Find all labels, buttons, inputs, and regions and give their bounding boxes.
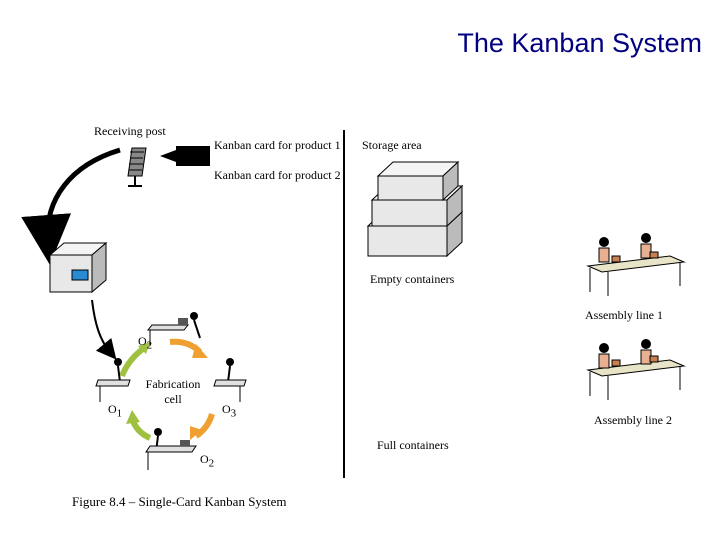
- operator-label-left: O1: [108, 402, 123, 420]
- fabrication-cell-arrows: [119, 338, 215, 441]
- operator-workstation-top-icon: [146, 312, 201, 346]
- assembly-line-2-label: Assembly line 2: [594, 413, 672, 427]
- operator-workstation-bottom-icon: [145, 428, 197, 470]
- kanban-card-2-label: Kanban card for product 2: [214, 168, 341, 182]
- assembly-line-2-icon: [586, 339, 686, 400]
- assembly-line-1-label: Assembly line 1: [585, 308, 663, 322]
- assembly-line-1-icon: [586, 233, 686, 296]
- receiving-post-label: Receiving post: [94, 124, 166, 138]
- fabrication-cell-label: Fabrication cell: [145, 377, 201, 406]
- card-rack-icon: [127, 147, 147, 187]
- operator-workstation-left-icon: [95, 358, 131, 402]
- container-box-icon: [48, 241, 108, 294]
- empty-containers-label: Empty containers: [370, 272, 455, 286]
- kanban-card-icon: [160, 146, 210, 166]
- operator-workstation-right-icon: [213, 358, 247, 402]
- page-title: The Kanban System: [457, 28, 702, 58]
- storage-area-label: Storage area: [362, 138, 422, 152]
- figure-caption: Figure 8.4 – Single-Card Kanban System: [72, 494, 287, 509]
- flow-arrow-receiving: [21, 147, 121, 265]
- storage-containers-icon: [366, 160, 464, 258]
- operator-label-top: O2: [138, 334, 153, 352]
- flow-arrow-to-fabrication: [91, 299, 117, 360]
- operator-label-right: O3: [222, 402, 237, 420]
- operator-label-bottom: O2: [200, 452, 215, 470]
- full-containers-label: Full containers: [377, 438, 449, 452]
- kanban-card-1-label: Kanban card for product 1: [214, 138, 341, 152]
